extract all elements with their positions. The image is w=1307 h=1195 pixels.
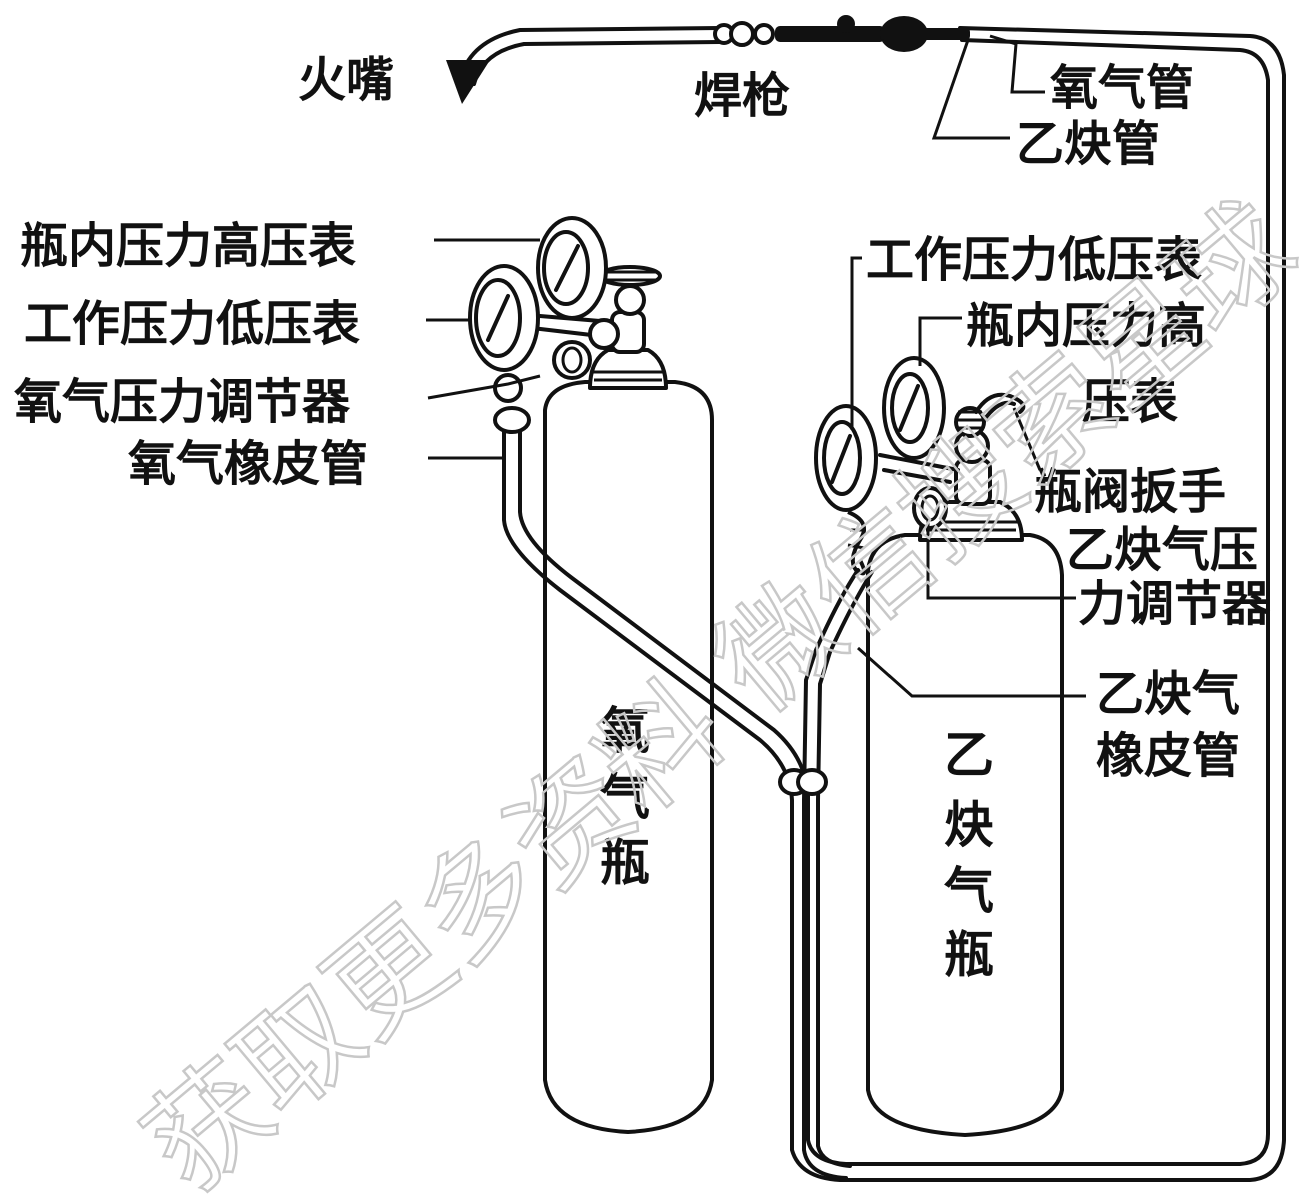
acetylene-cyl-char-1: 乙 bbox=[944, 725, 994, 784]
label-valve-wrench: 瓶阀扳手 bbox=[1034, 464, 1226, 520]
label-acetylene-hose-top: 乙炔管 bbox=[1016, 116, 1160, 172]
label-ac-rubber-hose-1: 乙炔气 bbox=[1096, 666, 1240, 722]
label-ac-regulator-2: 力调节器 bbox=[1078, 576, 1271, 632]
o2-high-pressure-gauge bbox=[536, 216, 608, 320]
o2-low-pressure-gauge bbox=[468, 264, 540, 372]
label-oxygen-hose-top: 氧气管 bbox=[1050, 60, 1194, 116]
label-o2-low-gauge: 工作压力低压表 bbox=[24, 296, 360, 352]
label-o2-regulator: 氧气压力调节器 bbox=[14, 374, 351, 430]
oxygen-cyl-char-1: 氧 bbox=[600, 701, 650, 760]
oxygen-cylinder bbox=[530, 265, 714, 1134]
acetylene-cyl-char-2: 炔 bbox=[944, 795, 994, 854]
label-ac-regulator-1: 乙炔气压 bbox=[1066, 522, 1258, 578]
acetylene-cyl-char-4: 瓶 bbox=[944, 925, 994, 984]
oxygen-cyl-char-3: 瓶 bbox=[600, 833, 650, 892]
acetylene-rubber-hose bbox=[802, 568, 874, 1180]
acetylene-cylinder bbox=[866, 392, 1064, 1137]
label-torch: 焊枪 bbox=[694, 68, 790, 124]
leader-lines bbox=[426, 34, 1086, 698]
label-torch-tip: 火嘴 bbox=[298, 52, 394, 108]
oxygen-cylinder-label: 氧 气 瓶 bbox=[600, 701, 650, 892]
acetylene-high-pressure-gauge bbox=[882, 356, 946, 460]
acetylene-hose-fitting bbox=[847, 510, 867, 576]
label-o2-rubber-hose: 氧气橡皮管 bbox=[128, 436, 368, 492]
oxygen-cyl-char-2: 气 bbox=[600, 767, 650, 826]
label-ac-high-gauge-1: 瓶内压力高 bbox=[966, 298, 1206, 354]
welding-torch bbox=[446, 15, 970, 104]
label-ac-rubber-hose-2: 橡皮管 bbox=[1096, 728, 1240, 784]
hose-clamp bbox=[778, 768, 828, 796]
label-o2-high-gauge: 瓶内压力高压表 bbox=[20, 218, 356, 274]
label-ac-low-gauge: 工作压力低压表 bbox=[866, 232, 1202, 288]
o2-hose-fitting bbox=[493, 373, 531, 434]
acetylene-low-pressure-gauge bbox=[814, 404, 878, 512]
acetylene-cylinder-label: 乙 炔 气 瓶 bbox=[944, 725, 994, 984]
torch-tip-arrow bbox=[446, 60, 490, 104]
label-ac-high-gauge-2: 压表 bbox=[1082, 374, 1178, 430]
acetylene-cyl-char-3: 气 bbox=[944, 861, 994, 920]
oxygen-rubber-hose bbox=[502, 26, 1286, 1182]
